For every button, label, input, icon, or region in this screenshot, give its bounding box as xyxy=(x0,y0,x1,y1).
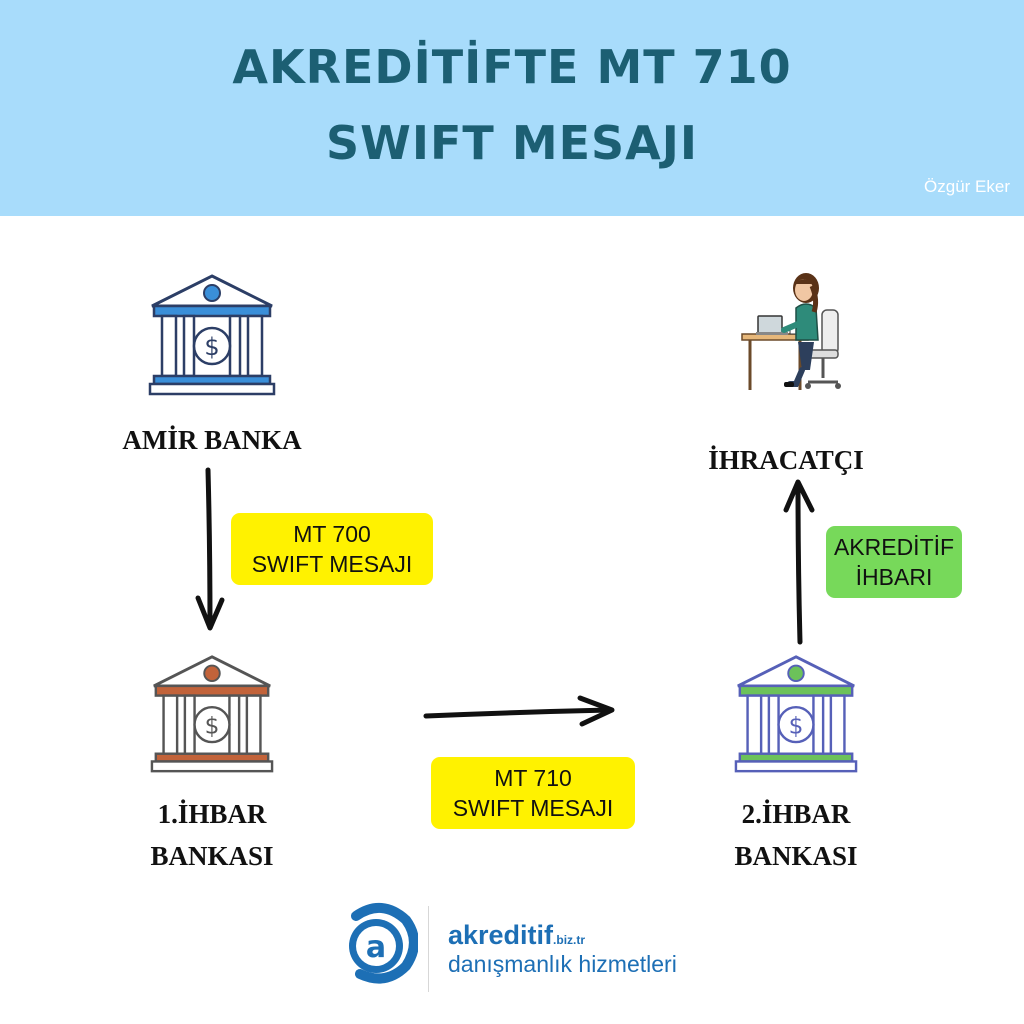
logo-divider xyxy=(428,906,429,992)
svg-text:$: $ xyxy=(205,712,220,739)
author-credit: Özgür Eker xyxy=(924,177,1010,196)
logo-brand: akreditif xyxy=(448,920,554,950)
akreditif-logo-icon: a xyxy=(349,903,418,984)
logo-tagline: danışmanlık hizmetleri xyxy=(448,951,677,977)
arrow-issuing-to-first-advising xyxy=(195,467,225,631)
second-advising-bank-icon: $ xyxy=(734,655,858,773)
svg-text:$: $ xyxy=(204,333,219,361)
arrow-first-to-second-advising xyxy=(423,695,615,727)
mt700-line-2: SWIFT MESAJI xyxy=(251,551,413,577)
arrow-second-advising-to-exporter xyxy=(783,479,815,645)
second-advising-bank-label-line-1: 2.İHBAR xyxy=(741,799,851,829)
mt710-message-badge: MT 710 SWIFT MESAJI xyxy=(431,757,635,829)
first-advising-bank-label-line-2: BANKASI xyxy=(150,841,274,871)
second-advising-bank-label: 2.İHBAR BANKASI xyxy=(696,793,896,877)
header-banner: AKREDİTİFTE MT 710 SWIFT MESAJI Özgür Ek… xyxy=(0,0,1024,216)
first-advising-bank-icon: $ xyxy=(150,655,274,773)
mt700-message-badge: MT 700 SWIFT MESAJI xyxy=(231,513,433,585)
issuing-bank-label: AMİR BANKA xyxy=(122,425,302,455)
credit-advice-line-1: AKREDİTİF xyxy=(833,534,955,560)
mt710-line-2: SWIFT MESAJI xyxy=(452,795,614,821)
mt700-line-1: MT 700 xyxy=(293,521,371,547)
logo-brand-line: akreditif.biz.tr xyxy=(448,922,677,949)
credit-advice-badge: AKREDİTİF İHBARI xyxy=(826,526,962,598)
title-line-2: SWIFT MESAJI xyxy=(326,116,698,170)
first-advising-bank-label-line-1: 1.İHBAR xyxy=(157,799,267,829)
exporter-label: İHRACATÇI xyxy=(708,445,864,475)
svg-text:$: $ xyxy=(789,712,804,739)
credit-advice-line-2: İHBARI xyxy=(855,564,933,590)
second-advising-bank-label-line-2: BANKASI xyxy=(734,841,858,871)
svg-text:a: a xyxy=(366,930,386,965)
logo-text: akreditif.biz.tr danışmanlık hizmetleri xyxy=(448,922,677,978)
first-advising-bank-label: 1.İHBAR BANKASI xyxy=(112,793,312,877)
issuing-bank-icon: $ xyxy=(148,274,276,396)
logo-domain: .biz.tr xyxy=(553,933,586,947)
businesswoman-at-desk-icon xyxy=(741,273,841,390)
title-line-1: AKREDİTİFTE MT 710 xyxy=(232,40,792,94)
mt710-line-1: MT 710 xyxy=(494,765,572,791)
